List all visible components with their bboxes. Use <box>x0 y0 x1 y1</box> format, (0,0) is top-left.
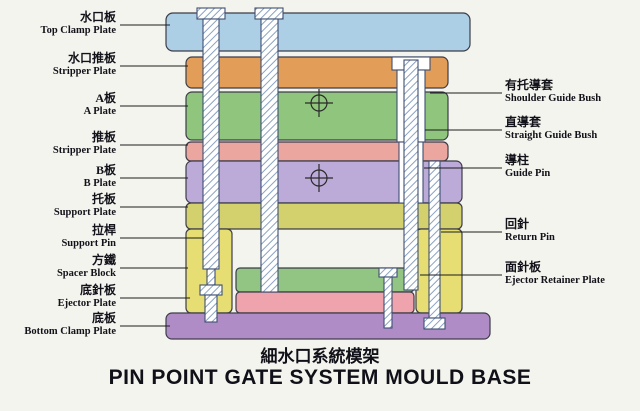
label-zh: 回針 <box>505 217 530 231</box>
label-en: Guide Pin <box>505 168 551 179</box>
label-en: Support Plate <box>53 207 116 218</box>
label-en: Straight Guide Bush <box>505 130 598 141</box>
return-pin-shaft <box>428 160 441 319</box>
label-zh: 有托導套 <box>505 78 554 92</box>
label-en: Top Clamp Plate <box>40 25 116 36</box>
label-en: Return Pin <box>505 232 555 243</box>
label-guide-pin: 導柱 Guide Pin <box>505 154 550 180</box>
support-plate <box>185 202 463 230</box>
label-en: Spacer Block <box>56 268 116 279</box>
label-ejector-plate: 底針板 Ejector Plate <box>58 284 116 310</box>
label-zh: 拉桿 <box>91 223 116 237</box>
label-shoulder-guide-bush: 有托導套 Shoulder Guide Bush <box>505 79 601 105</box>
label-en: Stripper Plate <box>52 145 116 156</box>
support-pin-shaft <box>202 18 220 270</box>
guide-pin-shaft <box>403 59 419 291</box>
label-en: A Plate <box>83 106 116 117</box>
label-zh: 水口板 <box>79 10 116 24</box>
label-zh: A板 <box>95 91 116 105</box>
label-a-plate: A板 A Plate <box>84 92 116 118</box>
label-en: Shoulder Guide Bush <box>505 93 602 104</box>
label-en: Stripper Plate <box>52 66 116 77</box>
leader-lines <box>120 24 502 327</box>
return-pin-head <box>423 317 446 330</box>
center-mark-icon <box>305 164 333 192</box>
support-pin-lower-shaft <box>206 268 216 286</box>
label-zh: 水口推板 <box>67 51 116 65</box>
label-straight-guide-bush: 直導套 Straight Guide Bush <box>505 116 597 142</box>
label-ejector-retainer-plate: 面針板 Ejector Retainer Plate <box>505 261 605 287</box>
label-en: Support Pin <box>61 238 116 249</box>
diagram-title-chinese: 細水口系統模架 <box>260 347 380 366</box>
label-support-plate: 托板 Support Plate <box>54 193 116 219</box>
label-zh: 導柱 <box>505 153 530 167</box>
ejector-pin-head <box>378 267 398 278</box>
puller-bolt-shaft <box>204 294 218 323</box>
label-zh: 面針板 <box>505 260 542 274</box>
center-guide-pin-head <box>254 7 284 20</box>
label-en: Ejector Plate <box>57 298 116 309</box>
label-support-pin: 拉桿 Support Pin <box>61 224 116 250</box>
label-en: B Plate <box>83 178 116 189</box>
a-plate <box>185 91 449 141</box>
label-zh: B板 <box>95 163 116 177</box>
label-spacer-block: 方鐵 Spacer Block <box>57 254 116 280</box>
label-zh: 直導套 <box>505 115 542 129</box>
label-stripper-plate-mid: 推板 Stripper Plate <box>53 131 116 157</box>
puller-bolt-head <box>199 284 223 296</box>
label-zh: 托板 <box>91 192 116 206</box>
label-top-clamp-plate: 水口板 Top Clamp Plate <box>41 11 116 37</box>
label-en: Ejector Retainer Plate <box>505 275 605 286</box>
label-stripper-plate-top: 水口推板 Stripper Plate <box>53 52 116 78</box>
center-guide-pin-shaft <box>260 18 279 293</box>
label-zh: 推板 <box>91 130 116 144</box>
label-bottom-clamp-plate: 底板 Bottom Clamp Plate <box>24 312 116 338</box>
diagram-title-english: PIN POINT GATE SYSTEM MOULD BASE <box>108 366 532 389</box>
stripper-plate-top <box>185 56 449 89</box>
label-en: Bottom Clamp Plate <box>24 326 116 337</box>
center-mark-icon <box>305 89 333 117</box>
label-b-plate: B板 B Plate <box>84 164 116 190</box>
label-zh: 底板 <box>91 311 116 325</box>
support-pin-head <box>196 7 226 20</box>
label-return-pin: 回針 Return Pin <box>505 218 555 244</box>
top-clamp-plate <box>165 12 471 52</box>
ejector-pin-shaft <box>383 276 393 329</box>
label-zh: 底針板 <box>79 283 116 297</box>
label-zh: 方鐵 <box>91 253 116 267</box>
